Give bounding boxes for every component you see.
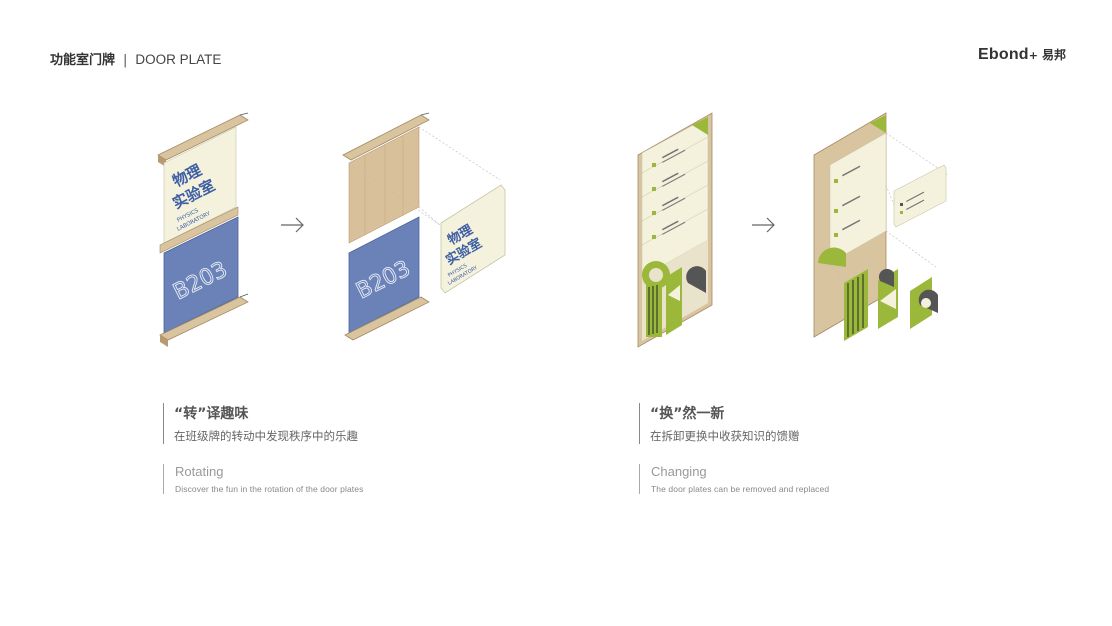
guide-line [418, 126, 501, 181]
blue-panel [163, 216, 239, 334]
detached-cream-panel [440, 184, 506, 294]
directory-text-lines [661, 148, 686, 235]
green-triangle-block [666, 267, 682, 335]
dark-semicircle-accent [686, 266, 706, 293]
brand-plus-icon: + [1028, 49, 1038, 62]
brand-logo: Ebond+易邦 [978, 46, 1066, 64]
detached-card [893, 164, 947, 228]
green-stripe-block [646, 285, 662, 337]
green-triangle-accent [692, 117, 708, 135]
wood-bottom-bar [344, 296, 430, 341]
card-text-line [906, 199, 925, 211]
arrow-right-icon [752, 217, 775, 233]
directory-row-markers [834, 179, 838, 237]
arrow-right-icon [281, 217, 304, 233]
rotating-plate-illustration: 物理 实验室 PHYSICS LABORATORY B203 [157, 112, 249, 347]
directory-board-illustration [637, 112, 713, 348]
rod-top [420, 112, 430, 116]
card-text-line [905, 191, 925, 203]
page-title-en: DOOR PLATE [135, 52, 222, 67]
brand-logo-zh: 易邦 [1041, 48, 1066, 62]
triangle-cutout [880, 289, 896, 309]
caption-subtitle-zh: 在拆卸更换中收获知识的馈赠 [650, 429, 800, 443]
rotated-plate-illustration: B203 物理 实验室 PHYSICS LABORATORY [342, 112, 506, 341]
wood-mid-bar [159, 206, 239, 254]
guide-line [418, 206, 441, 226]
caption-title-zh: “换”然一新 [650, 406, 725, 422]
wood-top-bar [157, 114, 249, 161]
caption-zh-block: “转”译趣味 在班级牌的转动中发现秩序中的乐趣 [163, 403, 363, 444]
caption-title-en: Changing [651, 464, 707, 479]
wood-top-bar [342, 114, 430, 161]
caption-en-block: Rotating Discover the fun in the rotatio… [163, 464, 363, 494]
green-arc-accent [818, 247, 846, 267]
blue-panel [348, 216, 420, 334]
guide-lines [829, 132, 949, 284]
directory-row-markers [652, 163, 656, 239]
rod-bottom [239, 293, 249, 298]
caption-changing: “换”然一新 在拆卸更换中收获知识的馈赠 Changing The door p… [639, 403, 829, 494]
caption-en-block: Changing The door plates can be removed … [639, 464, 829, 494]
caption-zh-block: “换”然一新 在拆卸更换中收获知识的馈赠 [639, 403, 829, 444]
caption-subtitle-en: Discover the fun in the rotation of the … [175, 484, 364, 494]
page-title: 功能室门牌 | DOOR PLATE [50, 49, 221, 68]
detached-stripe-tile [844, 269, 868, 341]
caption-title-zh: “转”译趣味 [174, 406, 249, 422]
stripe-lines [648, 285, 658, 335]
green-triangle-accent [870, 115, 886, 133]
exploded-directory-illustration [813, 112, 949, 341]
stripe-lines [847, 274, 864, 337]
triangle-cutout [668, 285, 680, 301]
wood-bottom-bar-side [160, 335, 168, 347]
brand-logo-en: Ebond [978, 46, 1029, 63]
caption-title-en: Rotating [175, 464, 224, 479]
wood-bottom-bar [159, 296, 249, 341]
green-circle-inner [649, 268, 663, 282]
directory-text-lines [842, 165, 861, 231]
caption-rotating: “转”译趣味 在班级牌的转动中发现秩序中的乐趣 Rotating Discove… [163, 403, 363, 494]
tile-circle-cutout [921, 298, 931, 308]
dark-arc-accent [878, 268, 894, 287]
cream-panel [163, 126, 237, 244]
page-title-zh: 功能室门牌 [50, 53, 116, 68]
card-marker [900, 203, 903, 206]
rod-top [239, 112, 249, 116]
caption-subtitle-zh: 在班级牌的转动中发现秩序中的乐趣 [174, 429, 358, 443]
caption-subtitle-en: The door plates can be removed and repla… [651, 484, 830, 494]
title-separator: | [123, 53, 128, 68]
card-marker [900, 211, 903, 214]
